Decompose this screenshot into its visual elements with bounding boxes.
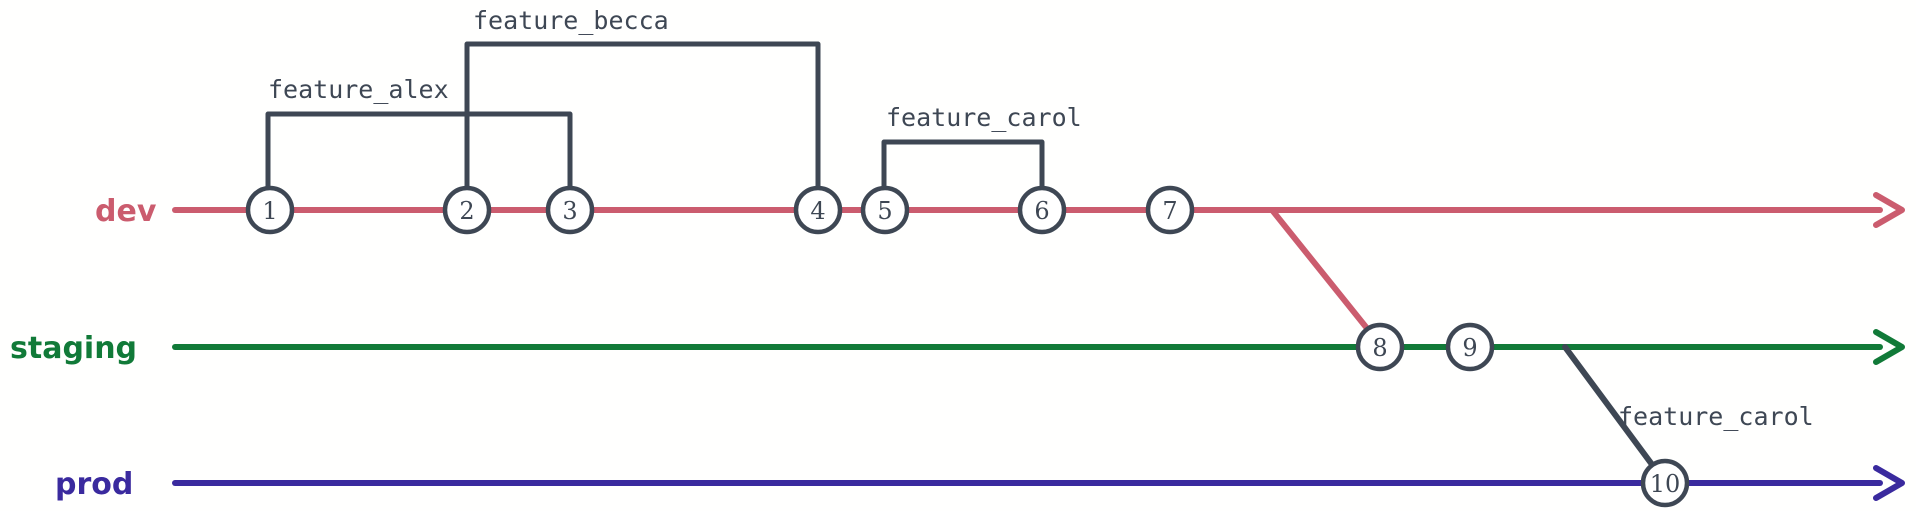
commit-circle-6: [1017, 185, 1067, 235]
commit-node-4[interactable]: 4: [793, 185, 843, 235]
branch-name-label-dev[interactable]: dev: [95, 194, 157, 229]
commit-node-10[interactable]: 10: [1640, 458, 1690, 508]
feature-bracket-feature_alex: [265, 111, 573, 191]
commit-circle-2: [442, 185, 492, 235]
commit-node-9[interactable]: 9: [1445, 322, 1495, 372]
commit-node-8[interactable]: 8: [1355, 322, 1405, 372]
commit-circle-10: [1640, 458, 1690, 508]
branch-name-labels-group: dev staging prod: [10, 194, 157, 502]
commit-circle-1: [245, 185, 295, 235]
commit-node-5[interactable]: 5: [860, 185, 910, 235]
feature-bracket-feature_carol: [881, 139, 1045, 191]
commit-circle-9: [1445, 322, 1495, 372]
arrow-head-dev: [1873, 192, 1905, 228]
commit-node-7[interactable]: 7: [1145, 185, 1195, 235]
arrow-head-staging: [1873, 329, 1905, 365]
arrow-heads-group: [1873, 192, 1905, 501]
commit-label-2: 2: [459, 197, 474, 225]
feature-bracket-feature_becca: [464, 41, 821, 191]
branch-lines-group: [172, 207, 1883, 486]
commit-label-5: 5: [877, 197, 892, 225]
commit-node-1[interactable]: 1: [245, 185, 295, 235]
branch-name-label-staging[interactable]: staging: [10, 331, 137, 366]
merge-lines-group: [1269, 207, 1665, 481]
feature-brackets-group: [265, 41, 1045, 191]
merge-line-staging-to-prod: [1562, 344, 1665, 481]
commit-label-3: 3: [562, 197, 577, 225]
branch-name-label-prod[interactable]: prod: [55, 467, 133, 502]
commit-circle-5: [860, 185, 910, 235]
commit-label-1: 1: [262, 197, 277, 225]
commit-label-9: 9: [1462, 334, 1477, 362]
merge-label-staging-to-prod: feature_carol: [1618, 402, 1814, 431]
commit-label-6: 6: [1034, 197, 1049, 225]
commit-circle-8: [1355, 322, 1405, 372]
commit-label-4: 4: [810, 197, 825, 225]
merge-labels-group: feature_carol: [1618, 402, 1814, 431]
commit-node-2[interactable]: 2: [442, 185, 492, 235]
feature-branch-label-feature_carol: feature_carol: [886, 103, 1082, 132]
commit-circle-3: [545, 185, 595, 235]
arrow-head-prod: [1873, 465, 1905, 501]
merge-line-dev-to-staging: [1269, 207, 1381, 345]
feature-branch-label-feature_becca: feature_becca: [473, 6, 669, 35]
commit-circle-4: [793, 185, 843, 235]
commit-circle-7: [1145, 185, 1195, 235]
commit-label-8: 8: [1372, 334, 1387, 362]
commit-label-10: 10: [1650, 470, 1681, 498]
commit-node-6[interactable]: 6: [1017, 185, 1067, 235]
feature-branch-label-feature_alex: feature_alex: [268, 75, 449, 104]
commit-label-7: 7: [1162, 197, 1177, 225]
feature-bracket-labels-group: feature_alex feature_becca feature_carol: [268, 6, 1082, 132]
commit-node-3[interactable]: 3: [545, 185, 595, 235]
commit-nodes-group: 1 2 3 4 5 6 7 8 9 10: [245, 185, 1690, 508]
